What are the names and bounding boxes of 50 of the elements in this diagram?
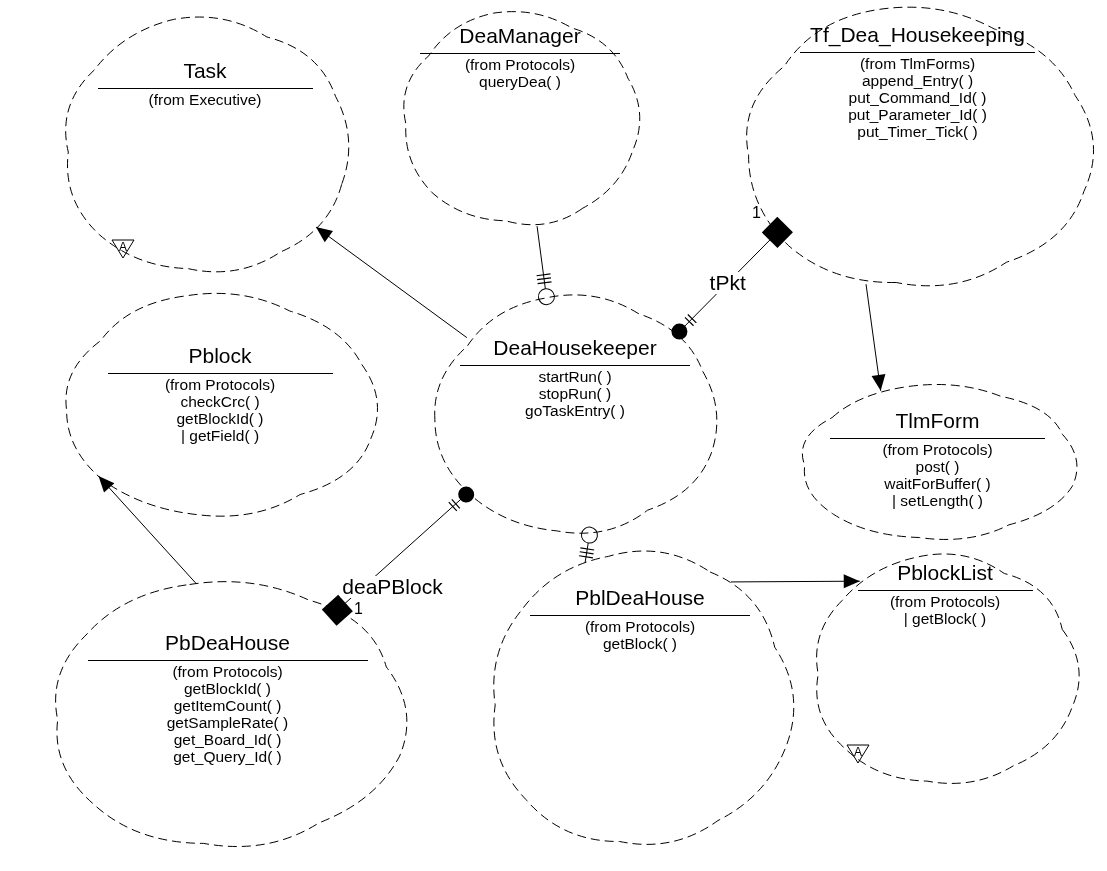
class-detail: getBlockId( ) — [176, 410, 264, 427]
class-detail: put_Command_Id( ) — [848, 89, 987, 106]
class-name: Pblock — [188, 343, 252, 369]
class-detail: post( ) — [915, 458, 960, 475]
connector — [730, 574, 861, 589]
class-detail: getBlock( ) — [602, 635, 678, 652]
class-detail: (from Protocols) — [464, 56, 576, 73]
class-detail: checkCrc( ) — [180, 393, 260, 410]
edge-label: tPkt — [707, 271, 748, 294]
class-detail: get_Board_Id( ) — [173, 731, 282, 748]
class-detail: (from Executive) — [148, 91, 262, 108]
class-detail: put_Parameter_Id( ) — [848, 106, 987, 123]
class-detail: getBlockId( ) — [184, 680, 271, 697]
connector — [578, 526, 599, 564]
connector — [535, 225, 555, 306]
class-detail: getItemCount( ) — [173, 697, 282, 714]
class-detail: (from Protocols) — [889, 593, 1001, 610]
class-name: Tf_Dea_Housekeeping — [810, 22, 1025, 48]
connector — [865, 283, 886, 392]
class-detail: get_Query_Id( ) — [173, 748, 282, 765]
class-detail: | setLength( ) — [891, 492, 984, 509]
multiplicity-label: 1 — [752, 204, 761, 221]
class-name: DeaHousekeeper — [493, 335, 657, 361]
class-detail: (from Protocols) — [882, 441, 993, 458]
class-detail: startRun( ) — [538, 368, 612, 385]
class-detail: queryDea( ) — [479, 73, 561, 90]
class-detail: goTaskEntry( ) — [525, 402, 625, 419]
abstract-marker: A — [854, 746, 862, 758]
multiplicity-label: 1 — [354, 600, 363, 617]
abstract-marker: A — [119, 241, 127, 253]
class-detail: append_Entry( ) — [861, 72, 974, 89]
edge-label: deaPBlock — [340, 575, 445, 598]
class-detail: stopRun( ) — [538, 385, 612, 402]
class-name: DeaManager — [459, 23, 581, 49]
class-name: Task — [183, 58, 227, 84]
class-name: PbDeaHouse — [165, 630, 290, 656]
class-detail: (from Protocols) — [172, 663, 283, 680]
class-detail: | getBlock( ) — [903, 610, 987, 627]
class-name: PblockList — [897, 560, 993, 586]
class-detail: put_Timer_Tick( ) — [857, 123, 978, 140]
connector — [97, 475, 198, 585]
class-detail: | getField( ) — [180, 427, 260, 444]
class-detail: (from TlmForms) — [859, 55, 976, 72]
class-detail: (from Protocols) — [584, 618, 696, 635]
class-name: PblDeaHouse — [575, 585, 705, 611]
class-detail: waitForBuffer( ) — [884, 475, 991, 492]
connector — [315, 226, 468, 339]
class-detail: getSampleRate( ) — [166, 714, 289, 731]
class-name: TlmForm — [895, 408, 980, 434]
class-detail: (from Protocols) — [164, 376, 276, 393]
